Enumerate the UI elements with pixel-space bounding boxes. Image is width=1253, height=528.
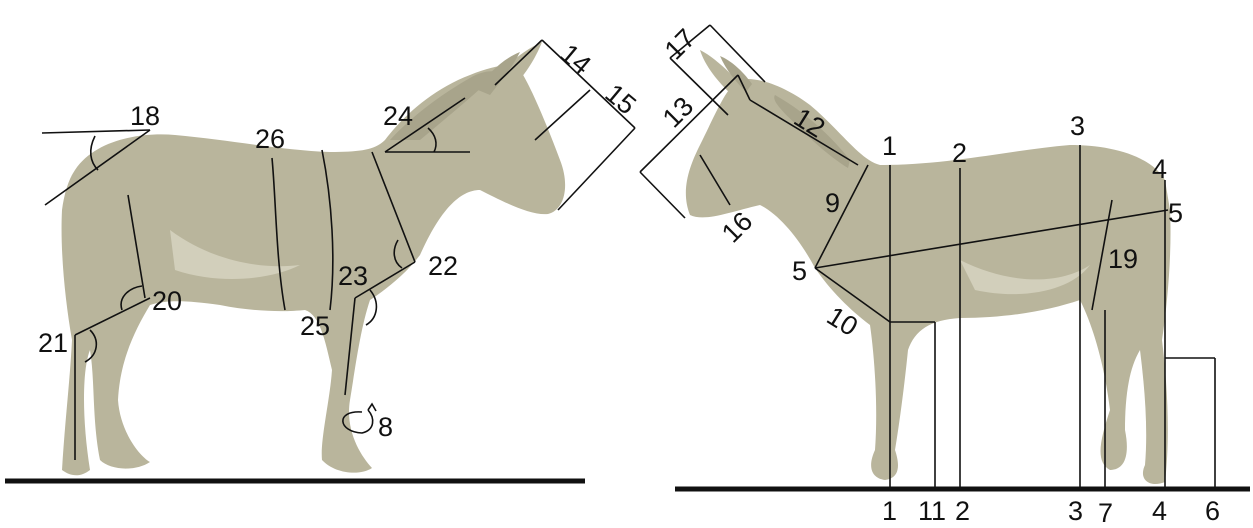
label-1-bottom: 1 — [882, 496, 897, 523]
label-20: 20 — [152, 286, 182, 316]
label-3-bottom: 3 — [1068, 496, 1083, 523]
label-5-left: 5 — [792, 256, 807, 286]
label-8: 8 — [378, 412, 393, 442]
label-25: 25 — [300, 311, 330, 341]
label-7-bottom: 7 — [1098, 498, 1113, 523]
label-5-right: 5 — [1168, 198, 1183, 228]
label-4-top: 4 — [1152, 154, 1167, 184]
label-21: 21 — [38, 328, 68, 358]
left-donkey-silhouette — [61, 42, 566, 476]
label-22: 22 — [428, 251, 458, 281]
label-26: 26 — [255, 124, 285, 154]
left-measurement-lines — [41, 39, 636, 460]
label-24: 24 — [383, 101, 413, 131]
label-9: 9 — [825, 188, 840, 218]
label-11-bottom: 11 — [918, 496, 946, 523]
label-2-bottom: 2 — [955, 496, 970, 523]
label-23: 23 — [338, 261, 368, 291]
label-18: 18 — [130, 101, 160, 131]
label-17: 17 — [659, 23, 701, 65]
right-measurement-lines — [639, 24, 1216, 490]
label-19: 19 — [1108, 244, 1138, 274]
label-1-top: 1 — [882, 131, 897, 161]
label-2-top: 2 — [952, 138, 967, 168]
label-3-top: 3 — [1070, 111, 1085, 141]
label-14: 14 — [555, 38, 597, 80]
label-6-bottom: 6 — [1205, 496, 1220, 523]
right-donkey-silhouette — [685, 50, 1171, 485]
label-4-bottom: 4 — [1152, 496, 1167, 523]
label-15: 15 — [600, 78, 642, 120]
left-labels: 18 26 24 14 15 22 23 20 21 25 8 — [38, 38, 642, 442]
label-13: 13 — [657, 91, 699, 133]
